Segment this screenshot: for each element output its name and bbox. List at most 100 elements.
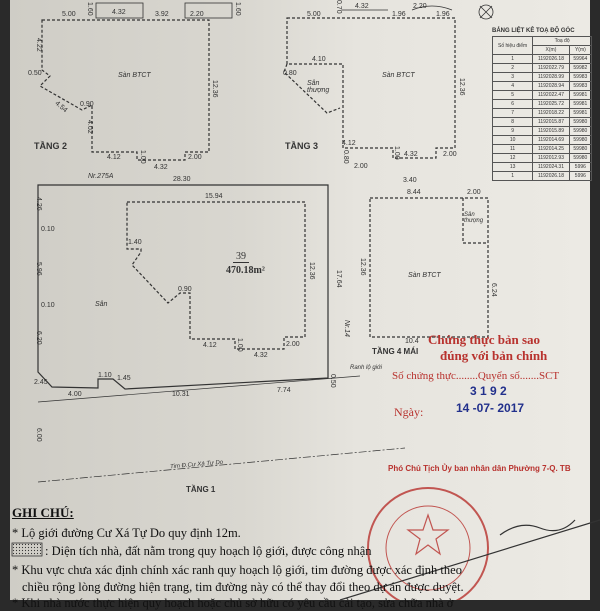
cert-line1: Chứng thực bản sao <box>428 332 541 347</box>
note-line: : Diện tích nhà, đất nằm trong quy hoạch… <box>45 544 372 558</box>
table-cell-x: 1192014.25 <box>532 144 570 154</box>
table-cell-p: 8 <box>491 117 534 127</box>
floor2-title: TẦNG 2 <box>34 141 68 151</box>
dim: 0.80 <box>342 150 349 164</box>
floor4-title: TẦNG 4 MÁI <box>372 347 419 356</box>
cert-line2: đúng với bản chính <box>440 348 548 363</box>
col-point: Số hiệu điểm <box>491 36 534 55</box>
dim: 4.22 <box>35 38 42 52</box>
lot-area: 470.18m² <box>226 265 265 276</box>
dim: 3.40 <box>403 177 417 184</box>
lot-boundary <box>37 184 329 390</box>
dim: 2.00 <box>443 151 457 158</box>
table-cell-y: 5996 <box>568 162 593 172</box>
table-cell-p: 2 <box>491 63 534 73</box>
note-line: * Khu vực chưa xác định chính xác ranh q… <box>12 563 462 577</box>
notes-heading: GHI CHÚ: <box>12 505 74 520</box>
table-cell-p: 11 <box>491 144 534 154</box>
table-cell-x: 1192028.94 <box>532 81 570 91</box>
table-cell-y: 59980 <box>568 144 593 154</box>
dim: 1.96 <box>436 11 450 18</box>
table-cell-p: 1 <box>491 171 534 181</box>
official-seal-icon <box>367 487 489 600</box>
dim: 5.96 <box>35 262 42 276</box>
dim: 28.30 <box>173 176 191 183</box>
note-line: * Lộ giới đường Cư Xá Tự Do quy định 12m… <box>12 526 241 540</box>
floor2-outline <box>39 19 210 161</box>
floor3-title: TẦNG 3 <box>285 141 319 151</box>
lot-number: 39 <box>233 252 249 263</box>
dim: 1.00 <box>393 146 400 160</box>
dim: 15.94 <box>205 193 223 200</box>
dim: 4.26 <box>35 197 42 211</box>
dim: 6.24 <box>490 283 497 297</box>
dim: 1.60 <box>86 2 93 16</box>
date-value: 14 -07- 2017 <box>456 401 525 415</box>
neighbor-right-label: Nr.14 <box>343 320 350 337</box>
neighbor-top-label: Nr.275A <box>88 173 114 180</box>
floor1-title: TẦNG 1 <box>186 485 216 494</box>
hatched-legend-icon <box>11 542 43 557</box>
table-cell-p: 13 <box>491 162 534 172</box>
table-cell-x: 1192018.22 <box>532 108 570 118</box>
dim: 4.12 <box>203 342 217 349</box>
boundary-label: Ranh lộ giới <box>350 365 382 371</box>
dim: 4.32 <box>254 352 268 359</box>
floor4-terrace-label: Sân thượng <box>464 212 484 224</box>
dim: 0.90 <box>178 286 192 293</box>
floor3-terrace-label: Sân thượng <box>307 80 330 94</box>
dim: 10.31 <box>172 391 190 398</box>
dim: 1.45 <box>117 375 131 382</box>
dim: 4.00 <box>68 391 82 398</box>
dim: 4.32 <box>355 3 369 10</box>
table-cell-x: 1192022.79 <box>532 63 570 73</box>
dim: 7.74 <box>277 387 291 394</box>
table-cell-p: 10 <box>491 135 534 145</box>
table-cell-p: 4 <box>491 81 534 91</box>
dim: 2.20 <box>190 11 204 18</box>
dim: 4.32 <box>112 9 126 16</box>
col-y: Y(m) <box>568 45 593 55</box>
floor1-house-outline <box>126 201 306 350</box>
table-cell-y: 59983 <box>568 81 593 91</box>
dim: 6.20 <box>35 331 42 345</box>
table-cell-y: 59980 <box>568 126 593 136</box>
table-cell-y: 59964 <box>568 54 593 64</box>
cert-number-value: 3 1 9 2 <box>470 384 507 398</box>
table-cell-p: 9 <box>491 126 534 136</box>
dim: 1.96 <box>392 11 406 18</box>
dim: 0.10 <box>41 302 55 309</box>
dim: 10.4 <box>405 338 419 345</box>
dim: 8.44 <box>407 189 421 196</box>
table-cell-p: 3 <box>491 72 534 82</box>
table-cell-y: 59981 <box>568 108 593 118</box>
table-title: BẢNG LIỆT KÊ TOẠ ĐỘ GÓC <box>492 28 575 34</box>
dim: 2.00 <box>286 341 300 348</box>
dim: 0.80 <box>283 70 297 77</box>
dim: 12.36 <box>211 80 218 98</box>
dim: 12.36 <box>458 78 465 96</box>
table-cell-x: 1192012.93 <box>532 153 570 163</box>
dim: 0.50 <box>329 374 336 388</box>
boundary-line <box>37 375 361 403</box>
dim: 5.00 <box>307 11 321 18</box>
dim: 5.00 <box>62 11 76 18</box>
table-cell-p: 1 <box>491 54 534 64</box>
floor2-floor-label: Sàn BTCT <box>118 72 151 79</box>
dim: 4.32 <box>154 164 168 171</box>
dim: 0.90 <box>80 101 94 108</box>
dim: 2.00 <box>188 154 202 161</box>
floor3-outline <box>286 17 456 159</box>
dim: 3.92 <box>155 11 169 18</box>
table-cell-p: 12 <box>491 153 534 163</box>
